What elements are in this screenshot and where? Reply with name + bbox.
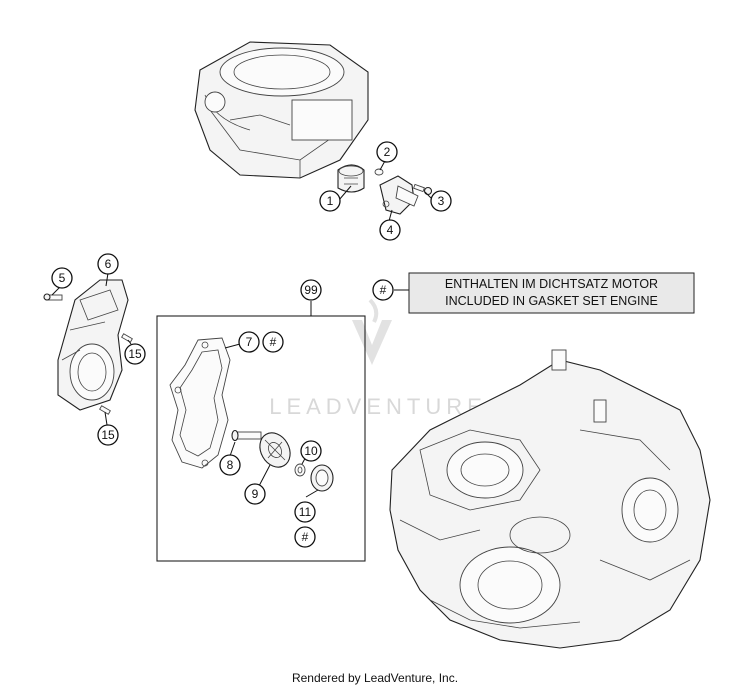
thermostat-part-1	[337, 164, 365, 193]
callout-15b: 15	[97, 424, 119, 446]
callout-11: 11	[294, 501, 316, 523]
screw-part-5	[43, 293, 63, 301]
callout-6: 6	[97, 253, 119, 275]
gasket-set-note: ENTHALTEN IM DICHTSATZ MOTOR INCLUDED IN…	[408, 272, 695, 314]
callout-7-hash-label: #	[270, 335, 277, 349]
callout-7: 7	[238, 331, 260, 353]
footer-credit: Rendered by LeadVenture, Inc.	[291, 671, 459, 685]
callout-11-hash: #	[294, 526, 316, 548]
callout-99: 99	[300, 279, 322, 301]
cylinder-illustration	[194, 41, 369, 179]
callout-10-label: 10	[304, 444, 318, 458]
callout-99-label: 99	[304, 283, 318, 297]
callout-3: 3	[430, 190, 452, 212]
callout-1: 1	[319, 190, 341, 212]
callout-7-hash: #	[262, 331, 284, 353]
callout-8: 8	[219, 454, 241, 476]
screw-part-3	[413, 183, 433, 196]
callout-11-hash-label: #	[302, 530, 309, 544]
callout-9: 9	[244, 483, 266, 505]
callout-hash-note: #	[372, 279, 394, 301]
thermostat-cover-part-4	[379, 175, 419, 215]
callout-1-label: 1	[327, 194, 334, 208]
callout-5-label: 5	[59, 271, 66, 285]
note-line-2: INCLUDED IN GASKET SET ENGINE	[445, 294, 658, 308]
washer-part-10	[294, 463, 306, 477]
callout-4: 4	[379, 219, 401, 241]
callout-11-label: 11	[299, 505, 312, 519]
screw-part-15a	[121, 333, 133, 343]
callout-6-label: 6	[105, 257, 112, 271]
shaft-part-8	[231, 429, 262, 442]
watermark: LEADVENTURE	[269, 298, 487, 419]
screw-part-15b	[99, 405, 111, 415]
callout-9-label: 9	[252, 487, 259, 501]
watermark-text: LEADVENTURE	[269, 394, 487, 419]
callout-15a: 15	[124, 343, 146, 365]
crankcase-illustration	[389, 349, 711, 649]
callout-15a-label: 15	[128, 347, 142, 361]
callout-3-label: 3	[438, 194, 445, 208]
callout-10: 10	[300, 440, 322, 462]
callout-5: 5	[51, 267, 73, 289]
callout-15b-label: 15	[101, 428, 115, 442]
callout-7-label: 7	[246, 335, 253, 349]
callout-8-label: 8	[227, 458, 234, 472]
note-line-1: ENTHALTEN IM DICHTSATZ MOTOR	[445, 277, 658, 291]
seal-part-11	[310, 464, 334, 492]
water-pump-cover-part-6	[57, 279, 129, 411]
callout-4-label: 4	[387, 223, 394, 237]
o-ring-part-2	[374, 168, 384, 176]
callout-2: 2	[376, 141, 398, 163]
callout-hash-note-label: #	[380, 283, 387, 297]
impeller-part-9	[259, 432, 291, 468]
callout-2-label: 2	[384, 145, 391, 159]
gasket-part-7	[169, 337, 231, 469]
kit-box-99	[156, 315, 366, 562]
